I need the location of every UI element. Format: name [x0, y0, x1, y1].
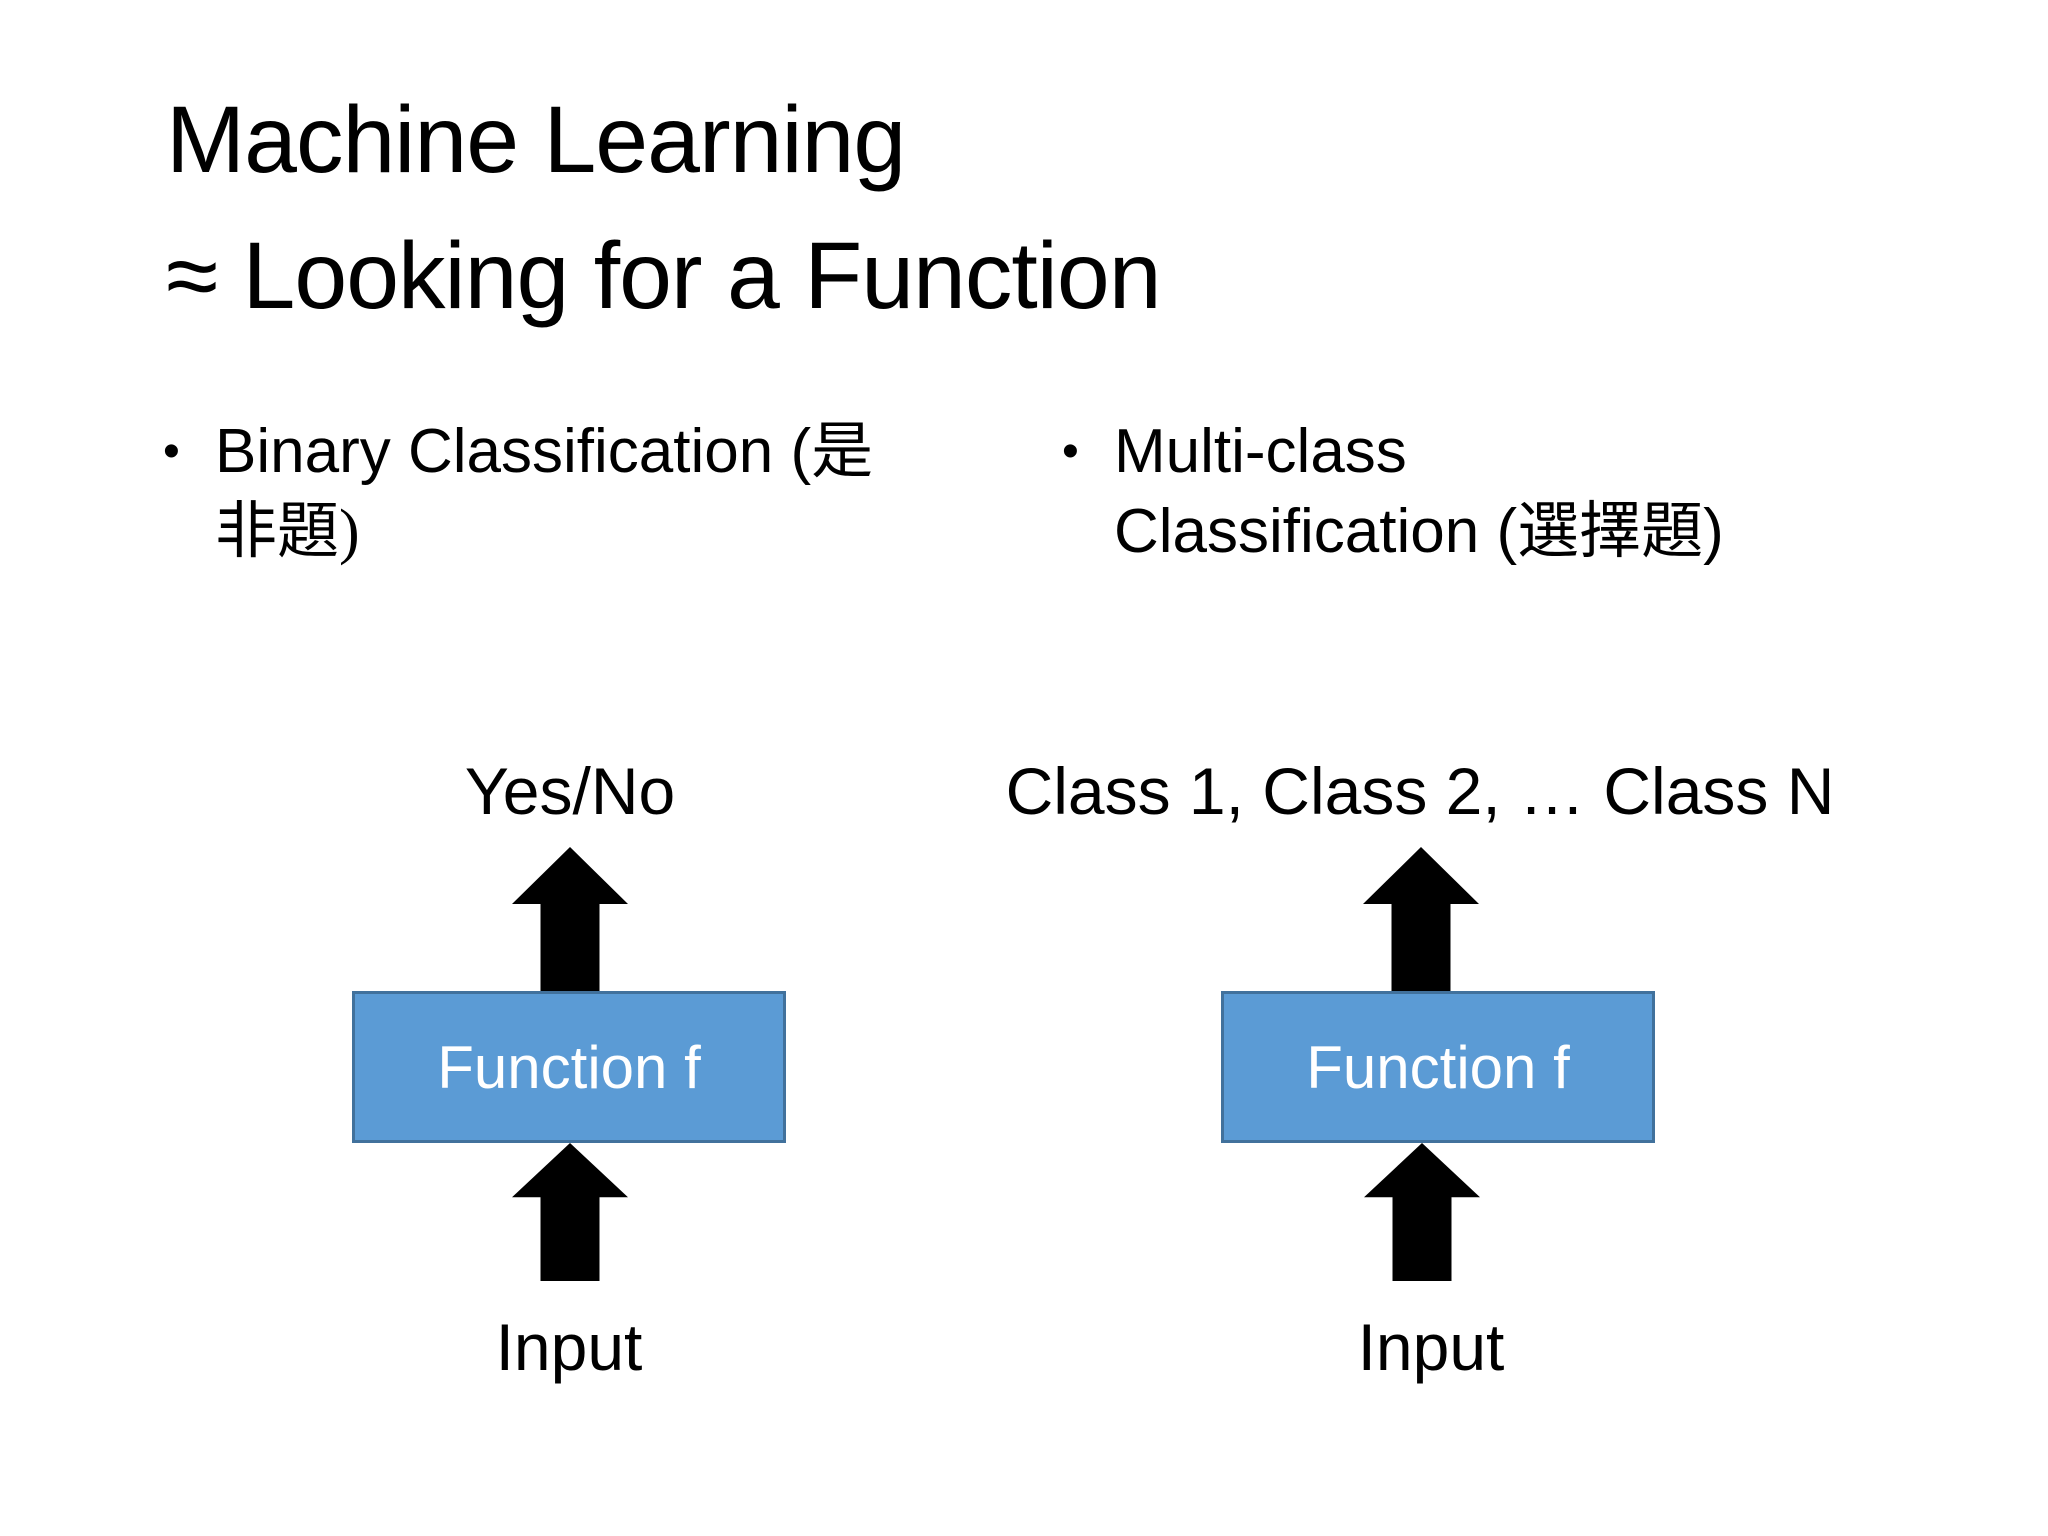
input-label-right: Input [1357, 1310, 1505, 1384]
up-arrow-icon [1363, 847, 1479, 992]
bullet-line: Multi-class [1114, 417, 1407, 486]
bullet-line: Binary Classification (是 [215, 417, 874, 486]
up-arrow-icon [512, 1143, 628, 1281]
bullet-line: 非題) [215, 498, 360, 566]
up-arrow-icon [1364, 1143, 1480, 1281]
title-line-1: Machine Learning [166, 87, 906, 193]
function-box-label: Function f [1306, 1033, 1570, 1101]
title-line-2: ≈ Looking for a Function [166, 223, 1162, 329]
output-label-classes: Class 1, Class 2, … Class N [1005, 754, 1835, 828]
input-label-left: Input [495, 1310, 643, 1384]
function-box-label: Function f [437, 1033, 701, 1101]
bullet-text: Binary Classification (是 非題) [215, 412, 1013, 572]
bullet-line: Classification (選擇題) [1114, 497, 1724, 566]
function-box-right: Function f [1221, 991, 1655, 1143]
page-title: Machine Learning ≈ Looking for a Functio… [166, 72, 1162, 344]
bullet-multiclass-classification: • Multi-class Classification (選擇題) [1062, 412, 1892, 572]
up-arrow-icon [512, 847, 628, 992]
output-label-yes-no: Yes/No [464, 754, 676, 828]
function-box-left: Function f [352, 991, 786, 1143]
bullet-binary-classification: • Binary Classification (是 非題) [163, 412, 1013, 572]
bullet-text: Multi-class Classification (選擇題) [1114, 412, 1892, 572]
bullet-marker: • [1062, 425, 1079, 478]
bullet-marker: • [163, 425, 180, 478]
